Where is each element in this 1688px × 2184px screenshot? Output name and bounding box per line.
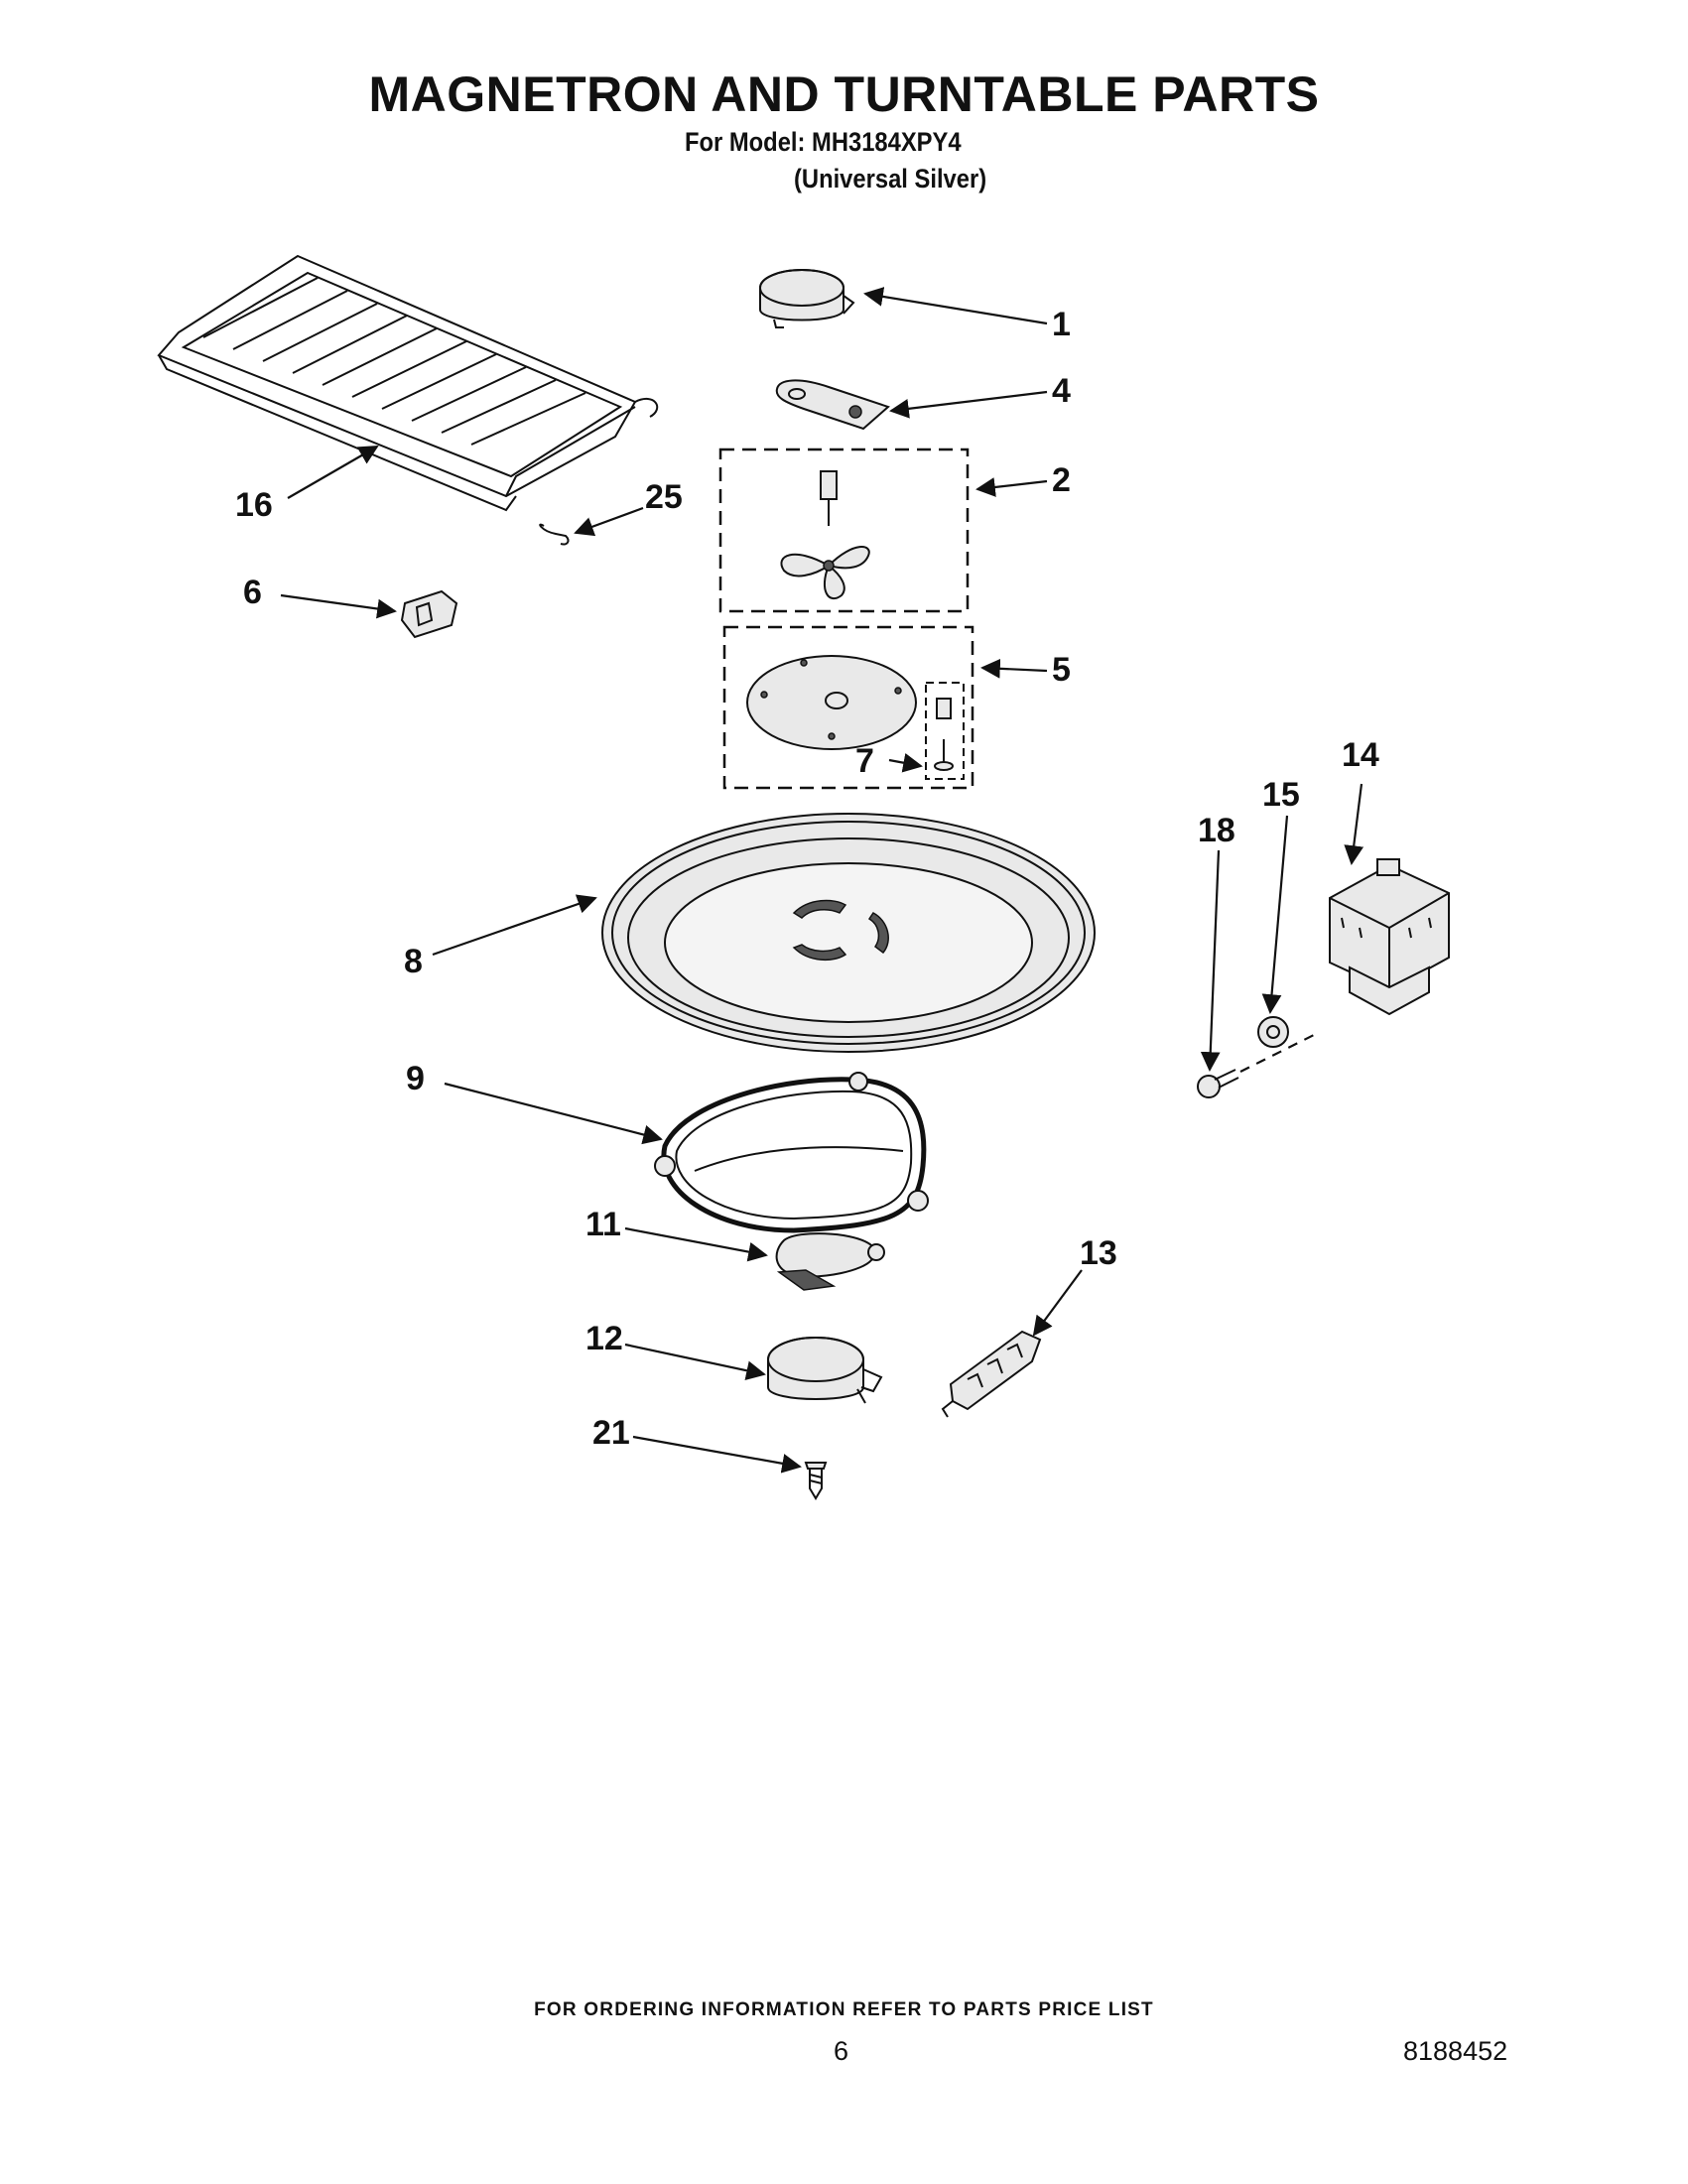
callout-16: 16 [235,486,273,524]
callout-11: 11 [585,1206,621,1243]
part-5-assembly-box [722,625,974,790]
part-7-pin-box [925,682,965,780]
callout-25: 25 [645,478,683,516]
callout-21: 21 [592,1414,630,1452]
part-25-clip [539,523,570,546]
part-12-turntable-motor [767,1337,883,1404]
document-number: 8188452 [1403,2036,1508,2066]
model-line: For Model: MH3184XPY4 [685,127,962,157]
leader-lines [280,287,1364,1474]
callout-14: 14 [1342,736,1379,774]
part-4-plate [775,379,890,431]
callout-8: 8 [404,943,423,980]
callout-9: 9 [406,1060,425,1097]
part-13-thermal-switch [941,1330,1042,1418]
page-number: 6 [834,2036,849,2066]
part-2-shaft [820,470,838,526]
callout-18: 18 [1198,812,1235,849]
part-2-assembly-box [718,448,970,613]
part-15-gasket [1257,1016,1289,1048]
callout-6: 6 [243,574,262,611]
callout-7: 7 [855,742,874,780]
callout-2: 2 [1052,461,1071,499]
callout-4: 4 [1052,372,1071,410]
callout-12: 12 [585,1320,623,1357]
part-5-stirrer-plate [746,655,917,750]
part-18-screw [1197,1069,1239,1098]
part-14-magnetron [1329,858,1450,1016]
callout-5: 5 [1052,651,1071,689]
part-1-fan-motor [759,269,855,328]
part-7-pins [934,698,954,771]
part-16-rack [157,254,659,512]
part-21-screw [804,1462,828,1500]
callout-numbers: 1 4 2 5 7 16 25 6 8 14 15 18 9 11 13 12 … [235,306,1379,1452]
ordering-note: FOR ORDERING INFORMATION REFER TO PARTS … [534,1999,1154,2020]
callout-13: 13 [1080,1234,1117,1272]
part-2-fan-blade [780,546,870,600]
variant-line: (Universal Silver) [794,164,987,193]
part-8-turntable-tray [601,813,1096,1053]
assembly-guide-line [1239,1031,1321,1073]
callout-1: 1 [1052,306,1071,343]
part-6-bracket [400,589,458,639]
part-11-coupler [775,1232,885,1291]
part-9-roller-ring [654,1072,929,1233]
callout-15: 15 [1262,776,1300,814]
page-title: MAGNETRON AND TURNTABLE PARTS [368,66,1320,122]
